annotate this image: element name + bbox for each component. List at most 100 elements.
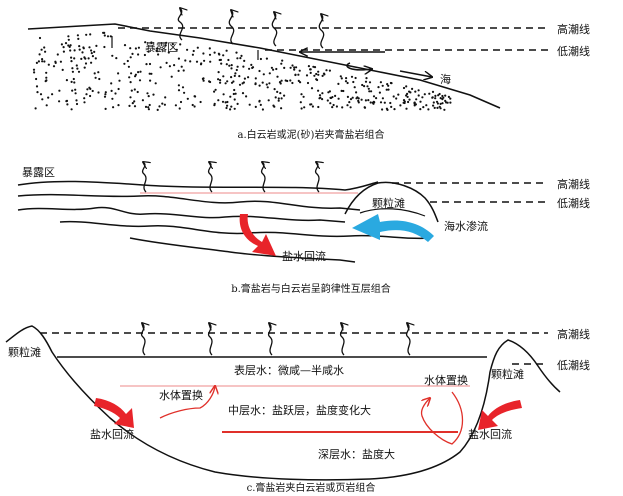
sediment-dot — [235, 52, 237, 54]
sediment-dot — [226, 50, 228, 52]
sediment-dot — [309, 103, 311, 105]
sediment-dot — [53, 65, 55, 67]
sediment-dot — [94, 72, 96, 74]
sediment-dot — [194, 95, 196, 97]
sediment-dot — [35, 107, 37, 109]
sediment-dot — [341, 77, 343, 79]
sediment-dot — [403, 102, 405, 104]
sediment-dot — [368, 88, 370, 90]
sediment-dot — [130, 56, 132, 58]
sediment-dot — [237, 103, 239, 105]
sediment-dot — [238, 75, 240, 77]
sediment-dot — [38, 60, 40, 62]
sediment-dot — [127, 60, 129, 62]
sediment-dot — [333, 104, 335, 106]
sediment-dot — [230, 106, 232, 108]
sediment-dot — [352, 81, 354, 83]
sediment-dot — [36, 85, 38, 87]
sediment-dot — [382, 97, 384, 99]
panel-b-upper-surface — [18, 181, 378, 190]
sediment-dot — [164, 104, 166, 106]
sediment-dot — [51, 93, 53, 95]
sediment-dot — [368, 90, 370, 92]
sediment-dot — [234, 75, 236, 77]
sediment-dot — [311, 87, 313, 89]
sediment-dot — [424, 93, 426, 95]
sediment-dot — [74, 49, 76, 51]
sediment-dot — [228, 65, 230, 67]
sediment-dot — [386, 108, 388, 110]
sediment-dot — [209, 47, 211, 49]
sediment-dot — [36, 91, 38, 93]
sediment-dot — [361, 84, 363, 86]
sediment-dot — [434, 97, 436, 99]
sediment-dot — [85, 34, 87, 36]
sediment-dot — [297, 74, 299, 76]
sediment-dot — [160, 66, 162, 68]
panel-a: 暴露区 海 高潮线 低潮线 a.白云岩或泥(砂)岩夹膏盐岩组合 — [28, 8, 590, 141]
sediment-dot — [262, 82, 264, 84]
sediment-dot — [338, 98, 340, 100]
sediment-dot — [299, 70, 301, 72]
sediment-dot — [380, 101, 382, 103]
sediment-dot — [117, 72, 119, 74]
sediment-dot — [33, 69, 35, 71]
sediment-dot — [255, 82, 257, 84]
sediment-dot — [381, 108, 383, 110]
sediment-dot — [348, 101, 350, 103]
sediment-dot — [97, 71, 99, 73]
sediment-dot — [189, 60, 191, 62]
sediment-dot — [128, 66, 130, 68]
sediment-dot — [236, 57, 238, 59]
sediment-dot — [134, 105, 136, 107]
sediment-dot — [307, 82, 309, 84]
sediment-dot — [352, 97, 354, 99]
sediment-dot — [419, 101, 421, 103]
sediment-dot — [84, 67, 86, 69]
sediment-dot — [407, 96, 409, 98]
sediment-dot — [448, 96, 450, 98]
panel-b-layer-1 — [18, 195, 360, 210]
sediment-dot — [183, 92, 185, 94]
sediment-dot — [144, 54, 146, 56]
panel-c-exchange-right-label: 水体置换 — [424, 373, 468, 387]
sediment-dot — [218, 71, 220, 73]
sediment-dot — [178, 70, 180, 72]
panel-b-layer-2 — [18, 207, 345, 222]
sediment-dot — [317, 74, 319, 76]
sediment-dot — [62, 69, 64, 71]
sediment-dot — [152, 94, 154, 96]
sediment-dot — [76, 68, 78, 70]
sediment-dot — [255, 106, 257, 108]
sediment-dot — [70, 44, 72, 46]
sediment-dot — [266, 58, 268, 60]
sediment-dot — [41, 58, 43, 60]
panel-c: 颗粒滩 颗粒滩 表层水：微咸—半咸水 水体置换 水体置换 中层水：盐跃层，盐度变… — [6, 323, 590, 494]
sediment-dot — [366, 85, 368, 87]
sediment-dot — [86, 88, 88, 90]
sediment-dot — [363, 85, 365, 87]
sediment-dot — [76, 103, 78, 105]
sediment-dot — [219, 79, 221, 81]
panel-c-exchange-right-arrow — [421, 392, 462, 444]
sediment-dot — [209, 54, 211, 56]
sediment-dot — [111, 98, 113, 100]
sediment-dot — [41, 60, 43, 62]
sediment-dot — [155, 82, 157, 84]
sediment-dot — [73, 81, 75, 83]
sediment-dot — [243, 81, 245, 83]
sediment-dot — [33, 71, 35, 73]
sediment-dot — [142, 99, 144, 101]
sediment-dot — [327, 99, 329, 101]
sediment-dot — [75, 99, 77, 101]
sediment-dot — [148, 108, 150, 110]
sediment-dot — [104, 93, 106, 95]
sediment-dot — [218, 53, 220, 55]
sediment-dot — [406, 93, 408, 95]
sediment-dot — [390, 106, 392, 108]
sediment-dot — [85, 93, 87, 95]
sediment-dot — [411, 88, 413, 90]
sediment-dot — [88, 46, 90, 48]
panel-c-middle-water-label: 中层水：盐跃层，盐度变化大 — [228, 403, 371, 417]
sediment-dot — [295, 66, 297, 68]
